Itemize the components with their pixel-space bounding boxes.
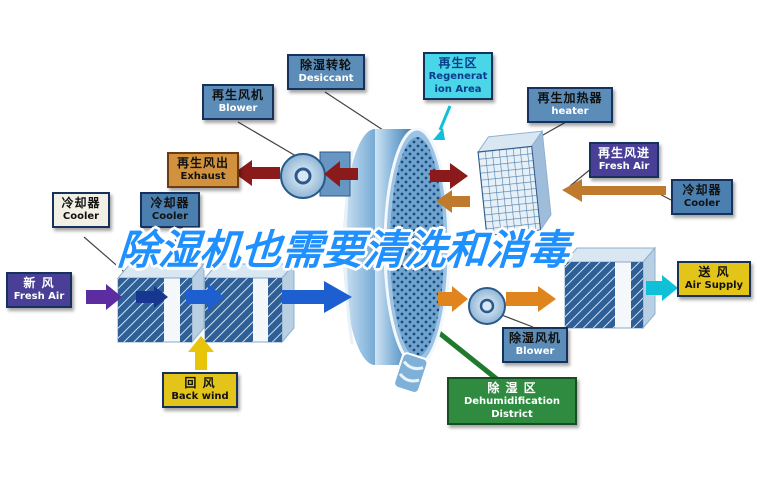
label-cooler-left-zh: 冷却器 [61, 196, 101, 210]
label-cooler-left: 冷却器 Cooler [52, 192, 110, 228]
label-cooler-mid-en: Cooler [151, 211, 189, 222]
label-exhaust-zh: 再生风出 [176, 156, 229, 170]
arrow-back-wind [188, 336, 214, 370]
label-fresh-air-left: 新 风 Fresh Air [6, 272, 72, 308]
label-dehum-district-zh: 除 湿 区 [487, 381, 537, 395]
label-back-wind-zh: 回 风 [184, 376, 216, 390]
label-regen-blower: 再生风机 Blower [202, 84, 274, 120]
label-cooler-right: 冷却器 Cooler [671, 179, 733, 215]
label-back-wind-en: Back wind [171, 391, 229, 402]
label-dehum-blower-zh: 除湿风机 [508, 331, 561, 345]
regen-heater-box [476, 129, 552, 237]
label-dehum-blower: 除湿风机 Blower [502, 327, 568, 363]
label-cooler-left-en: Cooler [62, 211, 100, 222]
label-regen-area-en: Regeneration Area [428, 71, 488, 95]
label-desiccant-zh: 除湿转轮 [299, 58, 352, 72]
label-exhaust-en: Exhaust [180, 171, 226, 182]
wheel-duct [393, 352, 429, 394]
label-dehum-district-en: Dehumidification District [463, 396, 561, 420]
label-regen-blower-zh: 再生风机 [211, 88, 264, 102]
label-heater-zh: 再生加热器 [537, 91, 603, 105]
label-fresh-air-left-zh: 新 风 [23, 276, 55, 290]
label-fresh-air-left-en: Fresh Air [13, 291, 65, 302]
arrow-exhaust-1 [324, 161, 358, 187]
label-regen-area-zh: 再生区 [438, 56, 478, 70]
label-cooler-mid: 冷却器 Cooler [140, 192, 200, 228]
arrow-process-1 [136, 286, 168, 308]
label-dehum-district: 除 湿 区 Dehumidification District [447, 377, 577, 425]
arrow-air-supply [646, 275, 678, 301]
label-air-supply-en: Air Supply [684, 280, 744, 291]
label-desiccant: 除湿转轮 Desiccant [287, 54, 365, 90]
arrow-regen-in [430, 163, 468, 189]
label-dehum-blower-en: Blower [515, 346, 555, 357]
label-fresh-air-right-zh: 再生风进 [597, 146, 650, 160]
label-cooler-right-zh: 冷却器 [682, 183, 722, 197]
heat-exchanger-right [563, 246, 657, 330]
arrow-wheel-to-fan [438, 286, 468, 312]
label-cooler-mid-zh: 冷却器 [150, 196, 190, 210]
label-heater-en: heater [551, 106, 589, 117]
label-regen-area: 再生区 Regeneration Area [423, 52, 493, 100]
arrow-regen-area [433, 105, 452, 140]
label-heater: 再生加热器 heater [527, 87, 613, 123]
arrow-fan-to-cooler [506, 286, 556, 312]
label-desiccant-en: Desiccant [298, 73, 354, 84]
label-air-supply: 送 风 Air Supply [677, 261, 751, 297]
arrow-fresh-air-left [86, 284, 122, 310]
label-regen-blower-en: Blower [218, 103, 258, 114]
watermark-title: 除湿机也需要清洗和消毒 [116, 226, 571, 274]
label-exhaust: 再生风出 Exhaust [167, 152, 239, 188]
label-back-wind: 回 风 Back wind [162, 372, 238, 408]
heat-exchanger-left-1 [116, 262, 206, 344]
arrow-exhaust-2 [234, 160, 280, 186]
arrow-process-2 [186, 284, 224, 310]
label-fresh-air-right: 再生风进 Fresh Air [589, 142, 659, 178]
desiccant-wheel [343, 127, 451, 367]
arrow-to-heater [562, 179, 666, 202]
regen-fan [280, 151, 351, 199]
label-cooler-right-en: Cooler [683, 198, 721, 209]
arrow-process-to-wheel [282, 281, 352, 313]
supply-fan [468, 287, 506, 325]
label-fresh-air-right-en: Fresh Air [598, 161, 650, 172]
label-air-supply-zh: 送 风 [698, 265, 730, 279]
arrow-heater-to-wheel [436, 190, 470, 213]
